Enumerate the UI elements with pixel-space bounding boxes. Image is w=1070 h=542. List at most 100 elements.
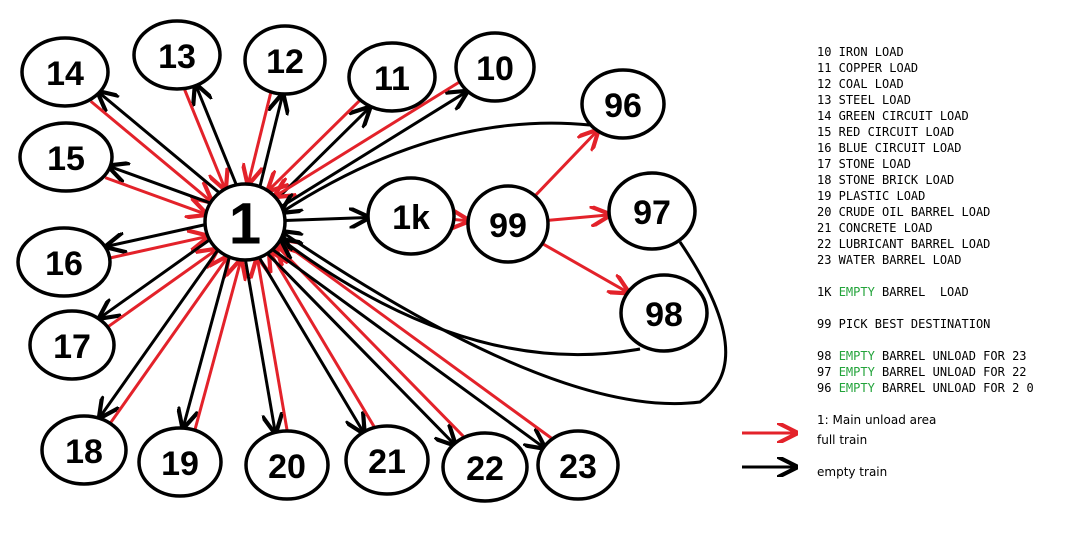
legend-suffix: BARREL UNLOAD FOR 2 0: [874, 381, 1034, 395]
node-16: 16: [16, 226, 112, 298]
legend-load-item: 10 IRON LOAD: [817, 44, 1034, 60]
node-15-label: 15: [47, 140, 85, 178]
legend-load-item: 16 BLUE CIRCUIT LOAD: [817, 140, 1034, 156]
node-98: 98: [619, 273, 709, 353]
legend-load-text: 11 COPPER LOAD: [817, 61, 919, 75]
node-1: 1: [203, 182, 287, 262]
node-19-label: 19: [161, 445, 199, 483]
node-20: 20: [244, 429, 330, 501]
legend-suffix: BARREL UNLOAD FOR 22: [874, 365, 1027, 379]
node-1-circle: [203, 182, 287, 262]
node-1k-circle: [366, 176, 456, 256]
node-98-circle: [619, 273, 709, 353]
empty-train-1-to-18: [100, 249, 220, 417]
legend-suffix: BARREL LOAD: [874, 285, 969, 299]
node-17-label: 17: [53, 328, 91, 366]
empty-train-label: empty train: [817, 465, 888, 479]
node-21-label: 21: [368, 443, 406, 481]
node-97-circle: [607, 171, 697, 251]
node-16-label: 16: [45, 245, 83, 283]
full-train-10-to-1: [275, 80, 461, 197]
node-11: 11: [347, 41, 437, 113]
legend-load-text: 20 CRUDE OIL BARREL LOAD: [817, 205, 991, 219]
legend-load-text: 19 PLASTIC LOAD: [817, 189, 926, 203]
legend-empty-word: EMPTY: [838, 365, 875, 379]
node-14-circle: [20, 36, 110, 108]
empty-train-1-to-21: [258, 257, 364, 432]
node-12-label: 12: [266, 43, 304, 81]
legend-prefix: 97: [817, 365, 839, 379]
node-21-circle: [344, 424, 430, 496]
full-train-17-to-1: [106, 250, 216, 329]
node-1-label: 1: [229, 192, 261, 257]
node-19: 19: [137, 426, 223, 498]
node-16-circle: [16, 226, 112, 298]
node-10-circle: [454, 31, 536, 103]
legend-1k-item: 1K EMPTY BARREL LOAD: [817, 284, 1034, 300]
node-96: 96: [580, 68, 666, 140]
node-99-circle: [466, 184, 550, 264]
legend-load-text: 10 IRON LOAD: [817, 45, 904, 59]
empty-train-arrow: [742, 457, 802, 477]
legend-unload-item: 98 EMPTY BARREL UNLOAD FOR 23: [817, 348, 1034, 364]
legend-load-text: 21 CONCRETE LOAD: [817, 221, 933, 235]
full-train-23-to-1: [280, 240, 553, 440]
empty-train-1-to-12: [258, 95, 283, 187]
node-20-circle: [244, 429, 330, 501]
node-21: 21: [344, 424, 430, 496]
node-12-circle: [243, 24, 327, 96]
full-train-22-to-1: [277, 246, 465, 438]
legend-load-item: 22 LUBRICANT BARREL LOAD: [817, 236, 1034, 252]
empty-train-1-to-10: [280, 92, 467, 208]
node-22-label: 22: [466, 450, 504, 488]
legend-load-item: 12 COAL LOAD: [817, 76, 1034, 92]
legend: 10 IRON LOAD 11 COPPER LOAD 12 COAL LOAD 13…: [817, 44, 1034, 396]
legend-empty-word: EMPTY: [838, 349, 875, 363]
node-18-circle: [40, 414, 128, 486]
node-13-label: 13: [158, 38, 196, 76]
empty-train-1-to-1k: [284, 218, 368, 221]
node-23-circle: [536, 429, 620, 501]
legend-load-item: 14 GREEN CIRCUIT LOAD: [817, 108, 1034, 124]
legend-load-text: 15 RED CIRCUIT LOAD: [817, 125, 955, 139]
legend-load-item: 18 STONE BRICK LOAD: [817, 172, 1034, 188]
legend-suffix: BARREL UNLOAD FOR 23: [874, 349, 1027, 363]
node-20-label: 20: [268, 448, 306, 486]
legend-unload-item: 97 EMPTY BARREL UNLOAD FOR 22: [817, 364, 1034, 380]
node-12: 12: [243, 24, 327, 96]
empty-train-1-to-15: [109, 166, 211, 205]
legend-load-item: 11 COPPER LOAD: [817, 60, 1034, 76]
node-11-circle: [347, 41, 437, 113]
legend-load-text: 16 BLUE CIRCUIT LOAD: [817, 141, 962, 155]
legend-load-item: 23 WATER BARREL LOAD: [817, 252, 1034, 268]
full-train-21-to-1: [270, 252, 376, 428]
empty-train-1-to-13: [196, 85, 238, 185]
node-99-label: 99: [489, 207, 527, 245]
legend-load-item: 20 CRUDE OIL BARREL LOAD: [817, 204, 1034, 220]
node-23: 23: [536, 429, 620, 501]
empty-train-1-to-16: [107, 223, 206, 247]
node-98-label: 98: [645, 296, 683, 334]
full-train-99-to-97: [547, 215, 609, 221]
empty-train-1-to-22: [266, 252, 455, 445]
node-96-circle: [580, 68, 666, 140]
node-14-label: 14: [46, 55, 84, 93]
empty-train-96-to-1: [282, 121, 591, 212]
legend-load-text: 13 STEEL LOAD: [817, 93, 911, 107]
legend-load-text: 22 LUBRICANT BARREL LOAD: [817, 237, 991, 251]
legend-empty-word: EMPTY: [838, 285, 875, 299]
legend-load-text: 14 GREEN CIRCUIT LOAD: [817, 109, 969, 123]
main-unload-note: 1: Main unload area: [817, 413, 937, 427]
legend-load-text: 12 COAL LOAD: [817, 77, 904, 91]
empty-train-98-to-1: [282, 240, 641, 357]
full-train-15-to-1: [104, 176, 205, 214]
node-19-circle: [137, 426, 223, 498]
node-15: 15: [18, 121, 114, 193]
legend-empty-word: EMPTY: [838, 381, 875, 395]
full-train-20-to-1: [257, 258, 289, 431]
node-17: 17: [28, 309, 116, 381]
node-23-label: 23: [559, 448, 597, 486]
full-train-11-to-1: [269, 98, 362, 190]
node-10-label: 10: [476, 50, 514, 88]
